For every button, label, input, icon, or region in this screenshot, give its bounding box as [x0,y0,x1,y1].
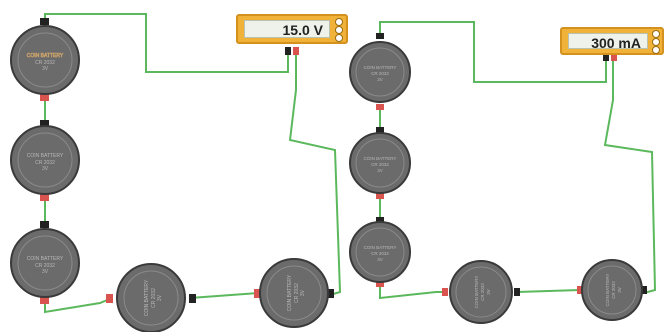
coin-battery-3[interactable]: COIN BATTERY CR 2032 3V [10,221,80,304]
wire-top-to-voltmeter-neg[interactable] [44,13,289,73]
battery-5-label: COIN BATTERY [605,274,610,307]
voltmeter[interactable]: 15.0 V [236,14,348,44]
battery-3-model: CR 2032 [371,251,389,256]
wires-group [379,21,657,300]
ammeter-circuit-canvas: COIN BATTERY CR 2032 3V COIN BATTERY CR … [349,21,657,324]
battery-4-model: CR 2032 [480,283,485,301]
battery-1-negative-terminal [40,18,49,25]
coin-battery-5[interactable]: COIN BATTERY CR 2032 3V [254,258,334,328]
voltmeter-display: 15.0 V [244,20,330,38]
battery-3-model: CR 2032 [35,263,55,269]
meter-knob-icon[interactable] [335,34,343,42]
battery-4-positive-terminal [106,294,113,303]
battery-5-model: CR 2032 [294,283,300,303]
battery-3-negative-terminal [376,217,384,223]
battery-2-negative-terminal [376,127,384,133]
battery-1-model: CR 2032 [371,71,389,76]
wire-top-to-ammeter-neg[interactable] [379,21,607,83]
voltmeter-positive-probe[interactable] [293,47,299,55]
meter-knob-icon[interactable] [335,26,343,34]
battery-5-model: CR 2032 [611,281,616,299]
battery-3-positive-terminal [376,281,384,287]
battery-3-voltage: 3V [42,269,49,275]
battery-1-voltage: 3V [42,66,49,72]
battery-1-model: CR 2032 [35,60,55,66]
coin-battery-2[interactable]: COIN BATTERY CR 2032 3V [10,120,80,201]
battery-1-label: COIN BATTERY [27,53,64,59]
battery-2-positive-terminal [40,194,49,201]
battery-4-label: COIN BATTERY [144,279,150,316]
battery-4-negative-terminal [189,294,196,303]
wire-cell4-cell5[interactable] [516,289,581,293]
battery-5-negative-terminal [641,286,647,294]
battery-4-positive-terminal [442,288,448,296]
meter-knob-icon[interactable] [652,30,660,38]
battery-1-voltage: 3V [377,77,383,82]
battery-3-label: COIN BATTERY [364,245,397,250]
battery-2-voltage: 3V [377,168,383,173]
wire-voltmeter-pos-to-battery[interactable] [288,55,342,296]
battery-5-positive-terminal [254,289,261,298]
battery-1-negative-terminal [376,33,384,39]
battery-2-negative-terminal [40,120,49,127]
battery-4-model: CR 2032 [151,288,157,308]
coin-battery-4[interactable]: COIN BATTERY CR 2032 3V [442,260,520,324]
ammeter-positive-probe[interactable] [611,53,617,61]
battery-5-voltage: 3V [617,287,622,293]
battery-4-voltage: 3V [486,289,491,295]
battery-5-voltage: 3V [300,289,306,296]
battery-5-label: COIN BATTERY [287,274,293,311]
battery-2-positive-terminal [376,193,384,199]
battery-2-model: CR 2032 [371,162,389,167]
wire-cell3-cell4[interactable] [44,297,113,314]
battery-4-label: COIN BATTERY [474,276,479,309]
battery-4-voltage: 3V [157,294,163,301]
battery-5-positive-terminal [577,286,583,294]
battery-3-voltage: 3V [377,257,383,262]
wire-cell3-cell4[interactable] [379,284,446,300]
battery-1-positive-terminal [40,94,49,101]
battery-1-label: COIN BATTERY [364,65,397,70]
wire-ammeter-pos-to-battery[interactable] [603,60,657,294]
coin-battery-1[interactable]: COIN BATTERY CR 2032 3V [349,33,411,110]
ammeter-display: 300 mA [568,33,648,51]
battery-5-negative-terminal [327,289,334,298]
meter-knob-icon[interactable] [335,18,343,26]
battery-2-model: CR 2032 [35,160,55,166]
battery-3-positive-terminal [40,297,49,304]
battery-2-label: COIN BATTERY [27,153,64,159]
battery-2-label: COIN BATTERY [364,156,397,161]
ammeter-negative-probe[interactable] [603,53,609,61]
wires-group [44,13,342,314]
coin-battery-5[interactable]: COIN BATTERY CR 2032 3V [577,259,647,321]
voltmeter-circuit-canvas: COIN BATTERY CR 2032 3V COIN BATTERY CR … [10,13,342,332]
meter-knob-icon[interactable] [652,38,660,46]
battery-3-label: COIN BATTERY [27,256,64,262]
coin-battery-3[interactable]: COIN BATTERY CR 2032 3V [349,217,411,287]
battery-3-negative-terminal [40,221,49,228]
coin-battery-4[interactable]: COIN BATTERY CR 2032 3V [106,263,196,332]
battery-4-negative-terminal [514,288,520,296]
battery-2-voltage: 3V [42,166,49,172]
coin-battery-2[interactable]: COIN BATTERY CR 2032 3V [349,127,411,199]
battery-1-positive-terminal [376,104,384,110]
ammeter[interactable]: 300 mA [560,27,664,55]
meter-knob-icon[interactable] [652,46,660,54]
voltmeter-circuit-panel[interactable]: COIN BATTERY CR 2032 3V COIN BATTERY CR … [0,0,348,332]
coin-battery-1[interactable]: COIN BATTERY CR 2032 3V [10,18,80,101]
ammeter-circuit-panel[interactable]: COIN BATTERY CR 2032 3V COIN BATTERY CR … [349,0,666,332]
voltmeter-negative-probe[interactable] [285,47,291,55]
wire-cell4-cell5[interactable] [189,292,259,299]
